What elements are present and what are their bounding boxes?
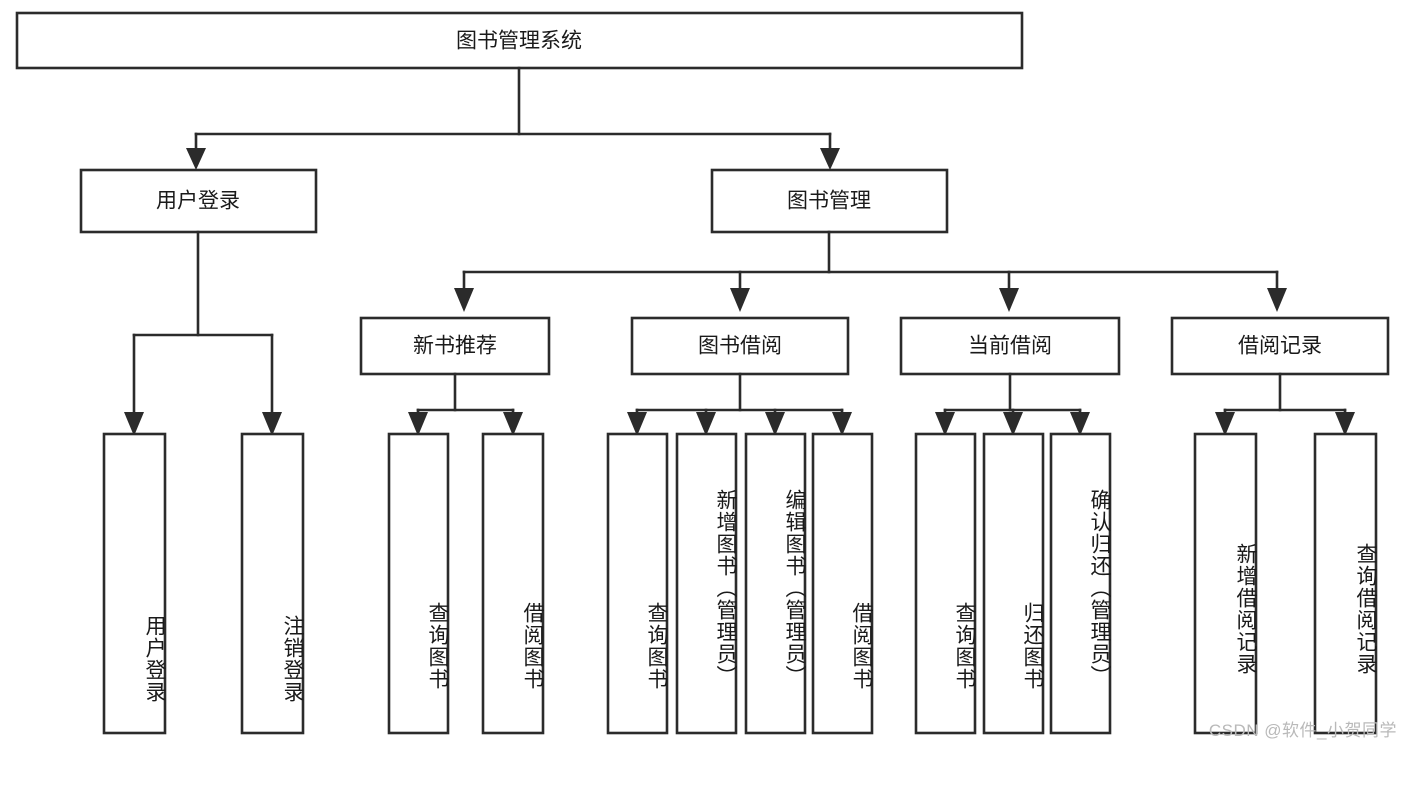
arrow-head-icon: [1215, 412, 1235, 436]
node-current-borrow[interactable]: 当前借阅: [899, 316, 1121, 376]
arrow-head-icon: [832, 412, 852, 436]
arrow-head-icon: [696, 412, 716, 436]
node-user-login[interactable]: 用户登录: [79, 168, 318, 234]
csdn-watermark: CSDN @软件_小贺同学: [1208, 721, 1397, 740]
tree-diagram-svg: 图书管理系统 用户登录 图书管理: [15, 11, 1390, 735]
connector-user-login-to-leaves: [124, 230, 282, 436]
arrow-head-icon: [730, 288, 750, 312]
arrow-head-icon: [999, 288, 1019, 312]
arrow-head-icon: [1335, 412, 1355, 436]
node-new-book-recommend[interactable]: 新书推荐: [359, 316, 551, 376]
arrow-head-icon: [765, 412, 785, 436]
arrow-head-icon: [503, 412, 523, 436]
node-current-borrow-box: [899, 316, 1121, 376]
diagram-canvas-root: 图书管理系统 用户登录 图书管理: [15, 11, 1397, 740]
node-borrow-record[interactable]: 借阅记录: [1170, 316, 1390, 376]
leaf-box-book-borrow-3[interactable]: [811, 432, 874, 735]
leaf-box-new-book-recommend-1[interactable]: [481, 432, 545, 735]
leaf-box-current-borrow-0[interactable]: [914, 432, 977, 735]
connector-book-borrow-to-leaves: [627, 372, 852, 436]
arrow-head-icon: [262, 412, 282, 436]
node-new-book-recommend-box: [359, 316, 551, 376]
connector-borrow-record-to-leaves: [1215, 372, 1355, 436]
leaf-box-borrow-record-1[interactable]: [1313, 432, 1378, 735]
node-book-borrow[interactable]: 图书借阅: [630, 316, 850, 376]
arrow-head-icon: [935, 412, 955, 436]
arrow-head-icon: [627, 412, 647, 436]
leaf-box-user-login-0[interactable]: [102, 432, 167, 735]
leaf-box-borrow-record-0[interactable]: [1193, 432, 1258, 735]
leaf-box-book-borrow-0[interactable]: [606, 432, 669, 735]
arrow-head-icon: [124, 412, 144, 436]
node-root-label: 图书管理系统: [456, 30, 582, 53]
node-root-box: [15, 11, 1024, 70]
node-root[interactable]: 图书管理系统: [15, 11, 1024, 70]
arrow-head-icon: [408, 412, 428, 436]
arrow-head-icon: [454, 288, 474, 312]
connector-new-book-recommend-to-leaves: [408, 372, 523, 436]
node-user-login-label: 用户登录: [156, 190, 240, 213]
arrow-head-icon: [1070, 412, 1090, 436]
leaf-box-current-borrow-2[interactable]: [1049, 432, 1112, 735]
connector-book-management-to-level2: [454, 230, 1287, 312]
node-borrow-record-label: 借阅记录: [1238, 335, 1322, 358]
arrow-head-icon: [186, 148, 206, 170]
node-current-borrow-label: 当前借阅: [968, 335, 1052, 358]
node-user-login-box: [79, 168, 318, 234]
node-book-management-label: 图书管理: [787, 190, 871, 213]
node-book-management[interactable]: 图书管理: [710, 168, 949, 234]
leaf-box-book-borrow-2[interactable]: [744, 432, 807, 735]
node-book-borrow-label: 图书借阅: [698, 335, 782, 358]
arrow-head-icon: [1003, 412, 1023, 436]
arrow-head-icon: [1267, 288, 1287, 312]
leaf-box-book-borrow-1[interactable]: [675, 432, 738, 735]
leaf-box-new-book-recommend-0[interactable]: [387, 432, 450, 735]
connector-current-borrow-to-leaves: [935, 372, 1090, 436]
leaf-box-user-login-1[interactable]: [240, 432, 305, 735]
connector-root-to-level1: [186, 66, 840, 170]
arrow-head-icon: [820, 148, 840, 170]
node-new-book-recommend-label: 新书推荐: [413, 335, 497, 358]
leaf-box-current-borrow-1[interactable]: [982, 432, 1045, 735]
